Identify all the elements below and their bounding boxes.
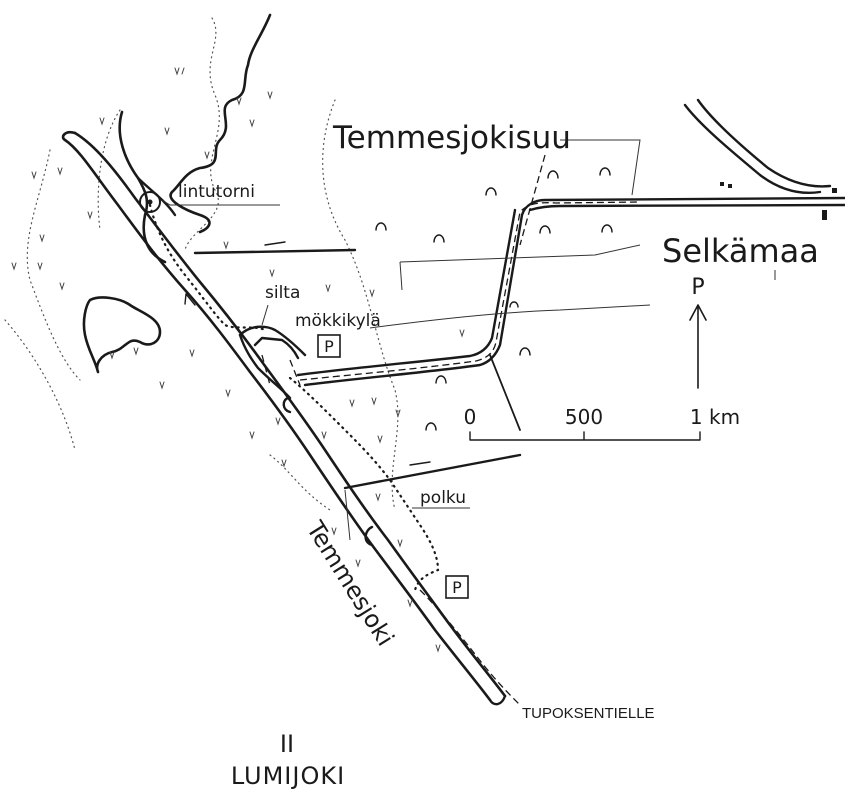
label-tupoksentielle: TUPOKSENTIELLE — [522, 705, 655, 722]
parking-letter: P — [452, 578, 462, 597]
label-temmesjokisuu: Temmesjokisuu — [332, 120, 571, 156]
scale-tick-1km: 1 km — [690, 405, 740, 429]
field-lines — [193, 139, 776, 541]
road-network — [238, 98, 845, 431]
north-arrow-letter: P — [691, 275, 704, 300]
marsh-symbols — [11, 67, 465, 653]
walking-path — [148, 203, 440, 592]
forest-boundaries — [4, 17, 399, 511]
scale-tick-500: 500 — [565, 405, 603, 429]
scale-tick-0: 0 — [464, 405, 477, 429]
scale-bar: 0 500 1 km — [464, 405, 740, 441]
label-mokkikyla: mökkikylä — [295, 311, 381, 331]
label-lintutorni: lintutorni — [178, 182, 255, 202]
caption-place: LUMIJOKI — [231, 762, 345, 790]
bird-tower-symbol — [139, 191, 161, 213]
tree-symbols — [375, 167, 613, 431]
river-temmesjoki — [61, 131, 507, 706]
coastline-south — [82, 296, 162, 374]
north-arrow: P — [689, 275, 707, 389]
buildings — [720, 182, 837, 220]
coastline — [169, 13, 272, 234]
parking-sign-mokkikyla: P — [317, 334, 341, 358]
label-selkamaa: Selkämaa — [662, 232, 819, 270]
caption-number: II — [280, 730, 294, 758]
river-flow-arrow — [184, 293, 196, 306]
label-polku: polku — [420, 488, 466, 508]
parking-sign-south: P — [445, 575, 469, 599]
label-silta: silta — [265, 283, 300, 303]
leader-lines — [161, 139, 608, 509]
parking-letter: P — [324, 337, 334, 356]
route-dashed — [261, 154, 641, 706]
